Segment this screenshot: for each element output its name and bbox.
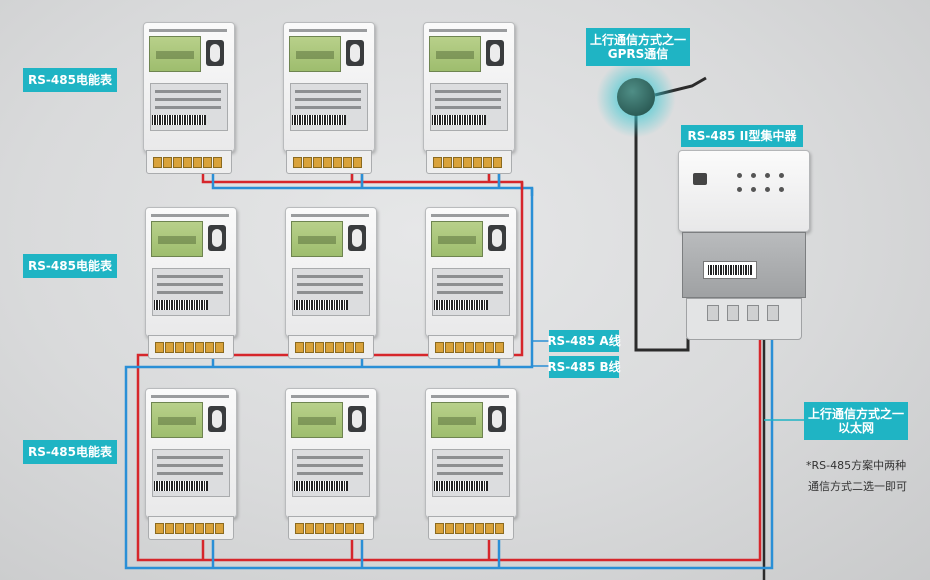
meter-r1-c1 (143, 22, 235, 187)
label-meter-row-3: RS-485电能表 (23, 440, 117, 464)
wire-b-riser (124, 188, 774, 570)
label-ethernet: 上行通信方式之一 以太网 (804, 402, 908, 440)
label-gprs-line1: 上行通信方式之一 (589, 32, 686, 47)
label-line-a: RS-485 A线 (547, 330, 621, 352)
label-concentrator: RS-485 II型集中器 (681, 125, 803, 147)
meter-r3-c1 (145, 388, 237, 553)
meter-r1-c2 (283, 22, 375, 187)
gprs-antenna-icon (617, 78, 655, 116)
meter-r2-c1 (145, 207, 237, 372)
meter-r3-c2 (285, 388, 377, 553)
label-ethernet-line1: 上行通信方式之一 (807, 406, 904, 421)
label-meter-row-2: RS-485电能表 (23, 254, 117, 278)
footnote: *RS-485方案中两种 通信方式二选一即可 (806, 456, 907, 498)
meter-r2-c3 (425, 207, 517, 372)
label-line-b: RS-485 B线 (547, 356, 621, 378)
meter-r2-c2 (285, 207, 377, 372)
wire-a-riser (136, 182, 762, 562)
meter-r3-c3 (425, 388, 517, 553)
concentrator-device (678, 150, 810, 340)
label-gprs-line2: GPRS通信 (607, 47, 669, 61)
label-gprs: 上行通信方式之一 GPRS通信 (586, 28, 690, 66)
label-meter-row-1: RS-485电能表 (23, 68, 117, 92)
footnote-line2: 通信方式二选一即可 (808, 479, 907, 493)
meter-r1-c3 (423, 22, 515, 187)
footnote-line1: *RS-485方案中两种 (806, 459, 907, 472)
label-ethernet-line2: 以太网 (837, 421, 874, 435)
